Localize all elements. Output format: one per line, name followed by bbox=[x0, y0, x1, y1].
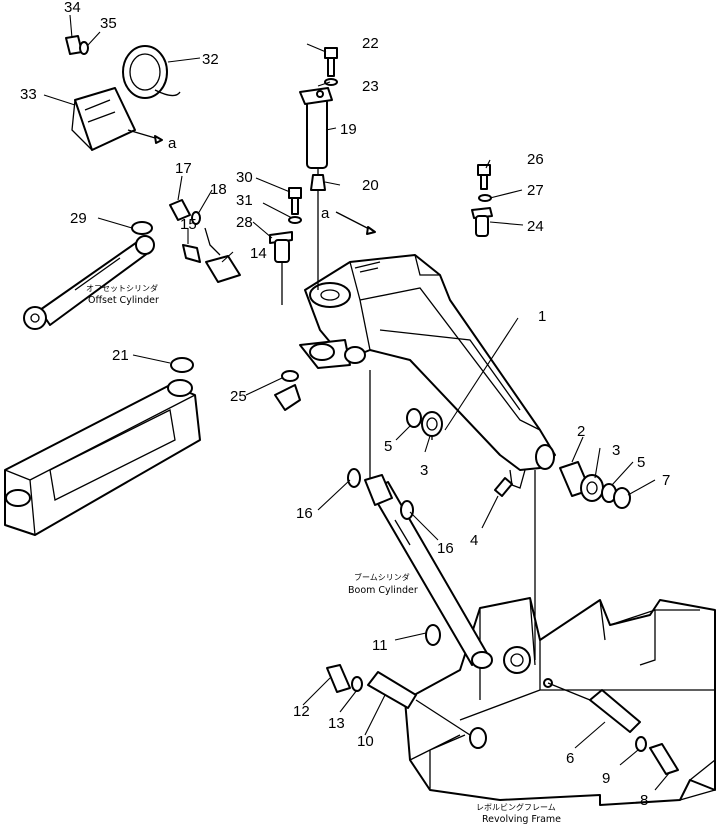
revolving-frame-caption-en: Revolving Frame bbox=[482, 814, 561, 825]
washer-16-right bbox=[400, 500, 414, 520]
bolt-17 bbox=[169, 199, 191, 221]
washer-11 bbox=[425, 624, 441, 646]
callout-19: 19 bbox=[340, 121, 357, 138]
washer-7 bbox=[613, 487, 631, 509]
bolt-22 bbox=[324, 47, 338, 77]
captions: オフセットシリンダ Offset Cylinder ブームシリンダ Boom C… bbox=[86, 283, 561, 825]
callout-23: 23 bbox=[362, 78, 379, 95]
bushing-3-right bbox=[580, 474, 604, 502]
assembly-line-10 bbox=[415, 699, 471, 736]
callout-1: 1 bbox=[538, 308, 546, 325]
callout-32: 32 bbox=[202, 51, 219, 68]
lamp-32 bbox=[122, 45, 181, 99]
revolving-frame-caption-jp: レボルビングフレーム bbox=[476, 802, 556, 812]
boss-10 bbox=[469, 727, 487, 749]
pin-14-plate bbox=[204, 227, 221, 256]
fitting-20 bbox=[310, 174, 326, 191]
callout-14: 14 bbox=[250, 245, 267, 262]
callout-26: 26 bbox=[527, 151, 544, 168]
callout-16: 16 bbox=[437, 540, 454, 557]
fitting-15 bbox=[182, 244, 201, 263]
callout-22: 22 bbox=[362, 35, 379, 52]
washer-18 bbox=[191, 211, 201, 225]
callout-21: 21 bbox=[112, 347, 129, 364]
callout-27: 27 bbox=[527, 182, 544, 199]
offset-cylinder bbox=[23, 235, 155, 330]
boom-cylinder-caption-jp: ブームシリンダ bbox=[354, 572, 410, 582]
boom-bracket bbox=[299, 254, 556, 489]
callout-6: 6 bbox=[566, 750, 574, 767]
callout-24: 24 bbox=[527, 218, 544, 235]
callout-11: 11 bbox=[372, 637, 388, 654]
callout-30: 30 bbox=[236, 169, 253, 186]
callout-8: 8 bbox=[640, 792, 648, 809]
pin-24 bbox=[471, 207, 493, 237]
callout-28: 28 bbox=[236, 214, 253, 231]
washer-16-left bbox=[347, 468, 361, 488]
callout-13: 13 bbox=[328, 715, 345, 732]
callout-7: 7 bbox=[662, 472, 670, 489]
pin-28 bbox=[269, 231, 293, 263]
offset-cylinder-barrel bbox=[4, 379, 201, 536]
washer-31 bbox=[288, 216, 302, 224]
callout-10: 10 bbox=[357, 733, 374, 750]
washer-27 bbox=[478, 194, 492, 202]
bushing-3-left bbox=[421, 411, 443, 437]
ref-mark-a: a bbox=[168, 135, 177, 152]
callout-33: 33 bbox=[20, 86, 37, 103]
callout-16: 16 bbox=[296, 505, 313, 522]
pin-10 bbox=[367, 671, 417, 709]
pin-25 bbox=[274, 384, 301, 411]
bolt-26 bbox=[477, 164, 491, 190]
callout-3: 3 bbox=[612, 442, 620, 459]
callout-labels: 1 2 3 3 4 5 5 6 7 8 9 10 11 12 13 14 15 … bbox=[20, 0, 670, 809]
callout-34: 34 bbox=[64, 0, 81, 16]
callout-31: 31 bbox=[236, 192, 253, 209]
washer-23 bbox=[324, 78, 338, 86]
callout-18: 18 bbox=[210, 181, 227, 198]
leader-lines bbox=[43, 14, 671, 791]
callout-4: 4 bbox=[470, 532, 478, 549]
callout-3: 3 bbox=[420, 462, 428, 479]
offset-cylinder-caption-en: Offset Cylinder bbox=[88, 295, 159, 306]
bolt-12 bbox=[326, 664, 351, 693]
offset-cylinder-caption-jp: オフセットシリンダ bbox=[86, 283, 158, 293]
callout-17: 17 bbox=[175, 160, 192, 177]
callout-9: 9 bbox=[602, 770, 610, 787]
callout-15: 15 bbox=[180, 216, 197, 233]
washer-13 bbox=[351, 676, 363, 692]
callout-25: 25 bbox=[230, 388, 247, 405]
washer-5-left bbox=[406, 408, 422, 428]
washer-25 bbox=[281, 370, 299, 382]
assembly-line bbox=[281, 168, 536, 660]
callout-5: 5 bbox=[384, 438, 392, 455]
boom-cylinder-caption-en: Boom Cylinder bbox=[348, 585, 418, 596]
washer-35 bbox=[79, 41, 89, 55]
ref-arrowhead-a-1 bbox=[154, 135, 163, 144]
callout-20: 20 bbox=[362, 177, 379, 194]
bracket-33 bbox=[71, 87, 136, 151]
assembly-line-6 bbox=[547, 682, 591, 701]
bolt-30 bbox=[288, 187, 302, 215]
pin-6 bbox=[589, 689, 641, 733]
boom-cylinder bbox=[364, 474, 493, 669]
washer-9 bbox=[635, 736, 647, 752]
fitting-4 bbox=[494, 477, 513, 497]
bolt-8 bbox=[649, 743, 679, 775]
ref-arrowhead-a-2 bbox=[366, 226, 376, 235]
pin-19 bbox=[299, 87, 333, 169]
pin-14 bbox=[205, 255, 241, 283]
callout-35: 35 bbox=[100, 15, 117, 32]
washer-21 bbox=[170, 357, 194, 373]
callout-2: 2 bbox=[577, 423, 585, 440]
callout-5: 5 bbox=[637, 454, 645, 471]
ref-mark-a: a bbox=[321, 205, 330, 222]
washer-29 bbox=[131, 221, 153, 235]
callout-29: 29 bbox=[70, 210, 87, 227]
callout-12: 12 bbox=[293, 703, 310, 720]
